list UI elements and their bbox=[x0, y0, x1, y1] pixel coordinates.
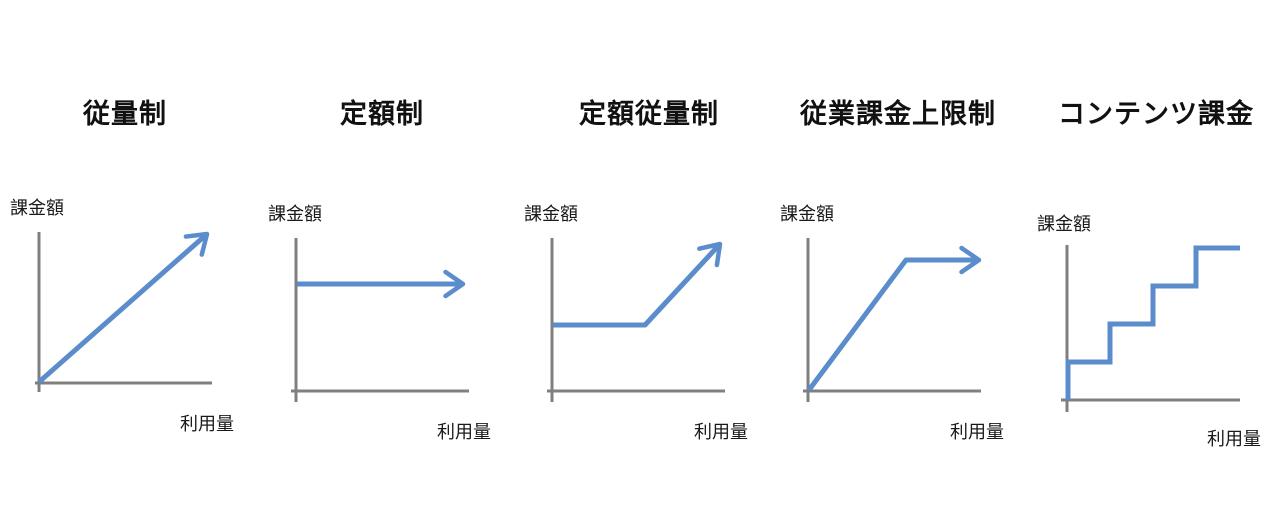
panel-4-title: 従業課金上限制 bbox=[800, 99, 996, 130]
panel-1-y-label: 課金額 bbox=[10, 198, 64, 219]
panel-5-x-label: 利用量 bbox=[1207, 429, 1261, 450]
panel-4-y-label: 課金額 bbox=[780, 204, 834, 225]
panel-4-line bbox=[806, 245, 982, 392]
panel-2-title: 定額制 bbox=[340, 99, 424, 130]
panel-1-x-label: 利用量 bbox=[180, 414, 234, 435]
panel-4-x-label: 利用量 bbox=[950, 422, 1004, 443]
panel-3-line bbox=[553, 241, 723, 328]
panel-1-title: 従量制 bbox=[83, 99, 167, 130]
panel-3-graph bbox=[547, 238, 725, 402]
panel-2-graph bbox=[291, 238, 469, 402]
panel-3-y-label: 課金額 bbox=[524, 204, 578, 225]
panel-4-graph bbox=[803, 238, 982, 402]
panel-1-line bbox=[37, 231, 210, 384]
panel-3-x-label: 利用量 bbox=[694, 422, 748, 443]
panel-5-line bbox=[1065, 245, 1240, 400]
panel-3-title: 定額従量制 bbox=[579, 99, 719, 130]
panel-2-x-label: 利用量 bbox=[437, 422, 491, 443]
panel-5-y-label: 課金額 bbox=[1037, 214, 1091, 235]
panel-5-graph bbox=[1061, 245, 1240, 412]
panel-5-title: コンテンツ課金 bbox=[1058, 99, 1254, 130]
panel-1-graph bbox=[35, 231, 212, 392]
panel-2-y-label: 課金額 bbox=[268, 204, 322, 225]
